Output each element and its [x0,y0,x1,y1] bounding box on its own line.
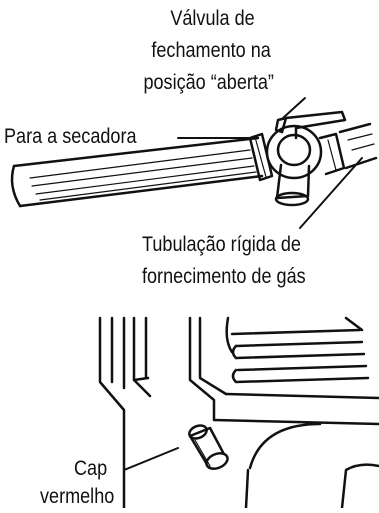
vent-louvers [225,316,370,384]
valve-label-line2: fechamento na [151,39,271,62]
cap-label-line2: vermelho [40,485,115,508]
red-cap [188,424,229,470]
pipe-label-line1: Tubulação rígida de [142,233,301,256]
dryer-label: Para a secadora [4,125,137,148]
cap-leader-line [123,447,179,471]
dryer-pipe [10,136,264,208]
gas-supply-pipe [338,122,378,170]
cap-label-line1: Cap [74,457,108,480]
pipe-label-line2: fornecimento de gás [142,265,306,288]
valve-leader-line [282,97,306,119]
valve-handle [274,110,347,140]
dryer-cabinet [98,316,379,510]
valve-body [265,124,346,207]
valve-label-line3: posição “aberta” [143,71,274,94]
pipe-fitting [248,132,274,182]
valve-label-line1: Válvula de [170,7,255,30]
pipe-leader-line [299,157,363,229]
